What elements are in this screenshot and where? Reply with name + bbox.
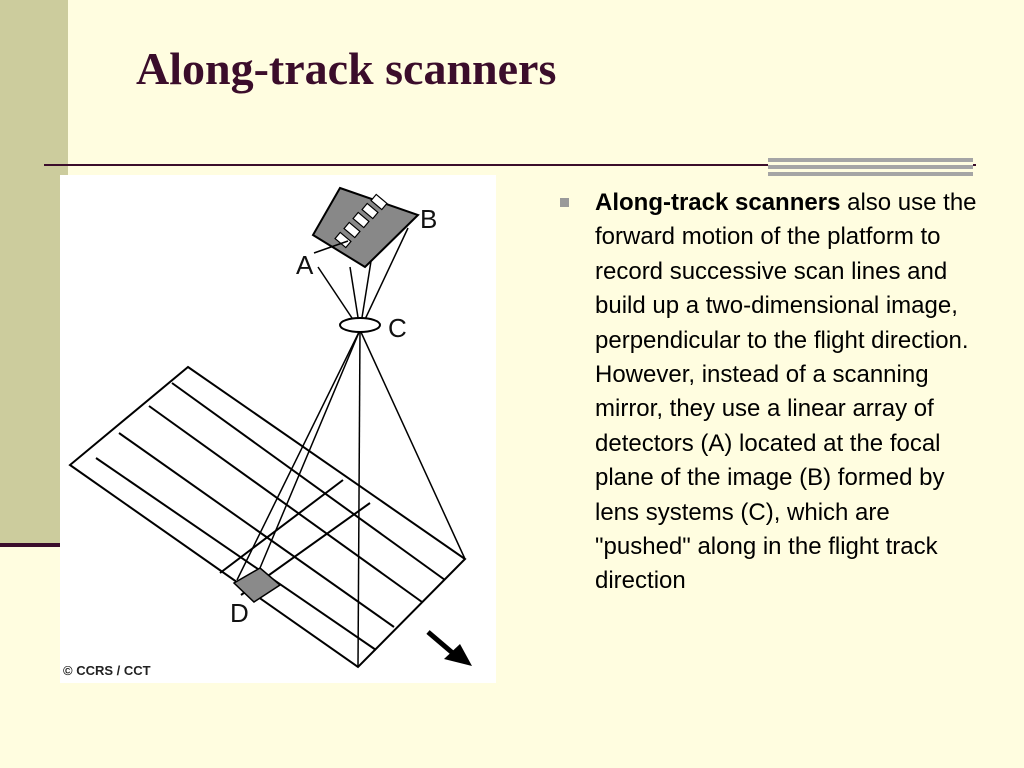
ray-line — [359, 329, 466, 560]
scan-line — [95, 457, 377, 651]
bullet-text: Along-track scanners also use the forwar… — [595, 186, 980, 599]
label-d: D — [230, 598, 249, 628]
label-a-pointer — [313, 240, 349, 254]
bullet-square-icon — [560, 198, 569, 207]
diagram-svg: A B C D — [68, 186, 472, 669]
detector-element — [352, 211, 370, 229]
ray-line — [236, 329, 361, 581]
ray-line — [259, 329, 361, 569]
detector-element — [370, 193, 388, 211]
label-a: A — [296, 250, 314, 280]
title-divider-accent — [768, 158, 973, 178]
lens — [339, 317, 381, 333]
bullet-lead: Along-track scanners — [595, 189, 841, 216]
left-band-rule — [0, 543, 60, 547]
focal-plane — [311, 186, 420, 269]
along-track-scanner-diagram: A B C D © CCRS / CCT — [60, 175, 496, 683]
bullet-body: also use the forward motion of the platf… — [595, 189, 977, 595]
bullet-item: Along-track scanners also use the forwar… — [560, 186, 980, 599]
label-c: C — [388, 313, 407, 343]
left-decorative-band — [0, 0, 68, 545]
flight-direction-arrow — [426, 630, 472, 666]
ground-resolution-cell — [232, 567, 282, 603]
detector-element — [361, 202, 379, 220]
label-b: B — [420, 204, 437, 234]
scan-line — [171, 382, 446, 581]
scan-line — [148, 405, 423, 603]
scan-line — [118, 432, 395, 628]
ray-line — [357, 329, 361, 668]
detector-element — [343, 221, 361, 239]
slide-title: Along-track scanners — [136, 43, 557, 94]
ray-line — [359, 227, 409, 331]
title-divider — [44, 164, 976, 166]
cross-line — [219, 479, 344, 574]
image-credit: © CCRS / CCT — [63, 663, 151, 678]
